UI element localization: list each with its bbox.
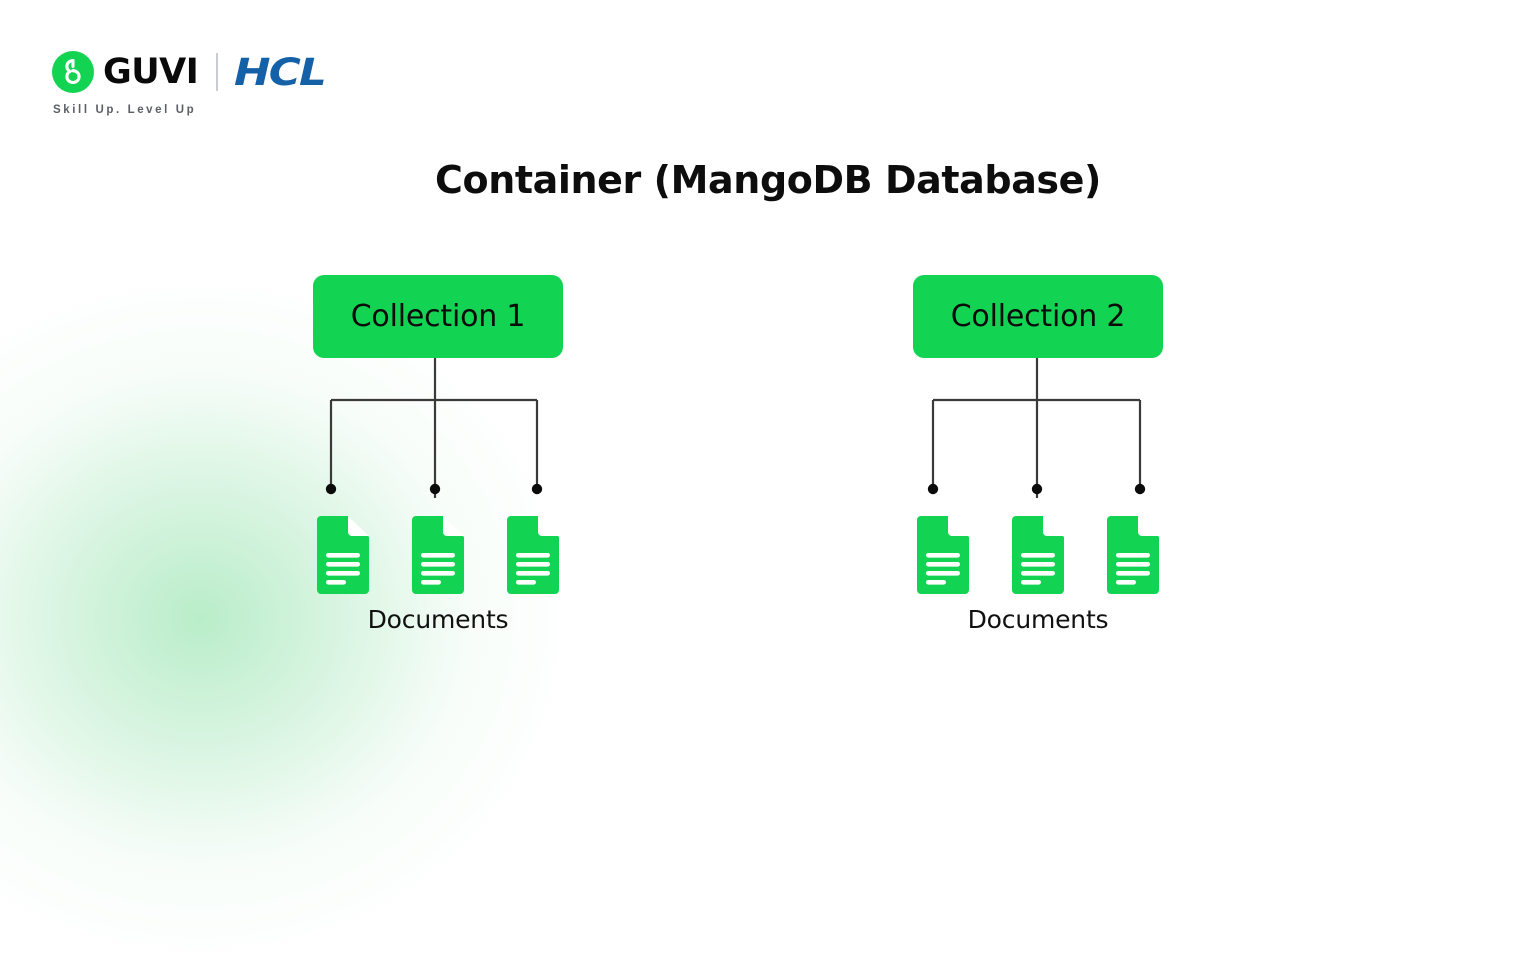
tree-connector [325,358,543,498]
collection-box[interactable]: Collection 1 [313,275,563,358]
document-icon[interactable] [1008,515,1068,595]
collection-tree: Collection 2 [913,275,1163,634]
branch-endpoint-dot [325,483,337,495]
document-icon[interactable] [408,515,468,595]
branch-endpoint-dot [1134,483,1146,495]
slide-canvas: GUVI HCL Skill Up. Level Up Container (M… [52,48,1163,634]
hcl-wordmark: HCL [234,50,327,94]
documents-label: Documents [967,605,1109,634]
page-title: Container (MangoDB Database) [435,158,1101,202]
branch-endpoint-dot [531,483,543,495]
collection-tree: Collection 1 [313,275,563,634]
guvi-logo-icon [52,51,94,93]
brand-divider [216,53,219,91]
brand-header: GUVI HCL Skill Up. Level Up [52,48,327,116]
document-icon[interactable] [313,515,373,595]
documents-row [913,515,1163,595]
tree-connector [927,358,1146,498]
documents-row [313,515,563,595]
guvi-wordmark: GUVI [103,51,199,92]
brand-logo-row: GUVI HCL [52,48,327,96]
document-icon[interactable] [913,515,973,595]
branch-endpoint-dot [1031,483,1043,495]
collection-box[interactable]: Collection 2 [913,275,1163,358]
branch-endpoint-dot [429,483,441,495]
brand-tagline: Skill Up. Level Up [53,104,197,116]
document-icon[interactable] [1103,515,1163,595]
documents-label: Documents [367,605,509,634]
branch-endpoint-dot [927,483,939,495]
document-icon[interactable] [503,515,563,595]
